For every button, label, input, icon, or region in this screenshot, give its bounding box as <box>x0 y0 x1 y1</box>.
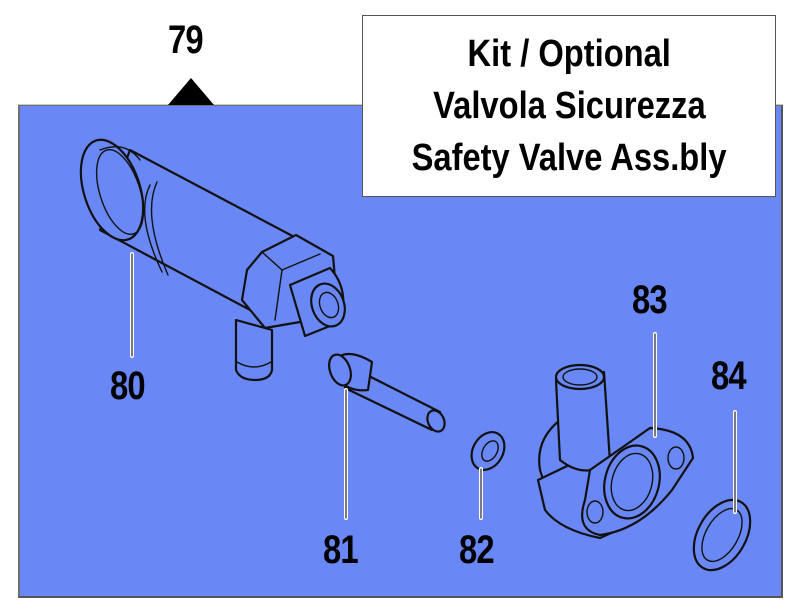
assembly-pointer-triangle-icon <box>168 78 214 105</box>
valve-body-icon[interactable] <box>69 132 350 382</box>
pin-icon[interactable] <box>325 352 448 435</box>
part-label-83[interactable]: 83 <box>632 278 668 322</box>
washer-icon[interactable] <box>465 426 511 476</box>
part-label-82[interactable]: 82 <box>459 528 495 572</box>
flange-fitting-icon[interactable] <box>536 363 695 540</box>
part-label-80[interactable]: 80 <box>110 364 146 408</box>
assembly-reference-number: 79 <box>168 18 204 62</box>
kit-callout-box: Kit / Optional Valvola Sicurezza Safety … <box>362 15 776 197</box>
callout-line-kit: Kit / Optional <box>467 33 671 75</box>
o-ring-icon[interactable] <box>682 490 762 580</box>
part-label-84[interactable]: 84 <box>711 354 747 398</box>
callout-line-english: Safety Valve Ass.bly <box>411 137 727 179</box>
part-label-81[interactable]: 81 <box>323 528 359 572</box>
callout-line-italian: Valvola Sicurezza <box>432 85 706 127</box>
